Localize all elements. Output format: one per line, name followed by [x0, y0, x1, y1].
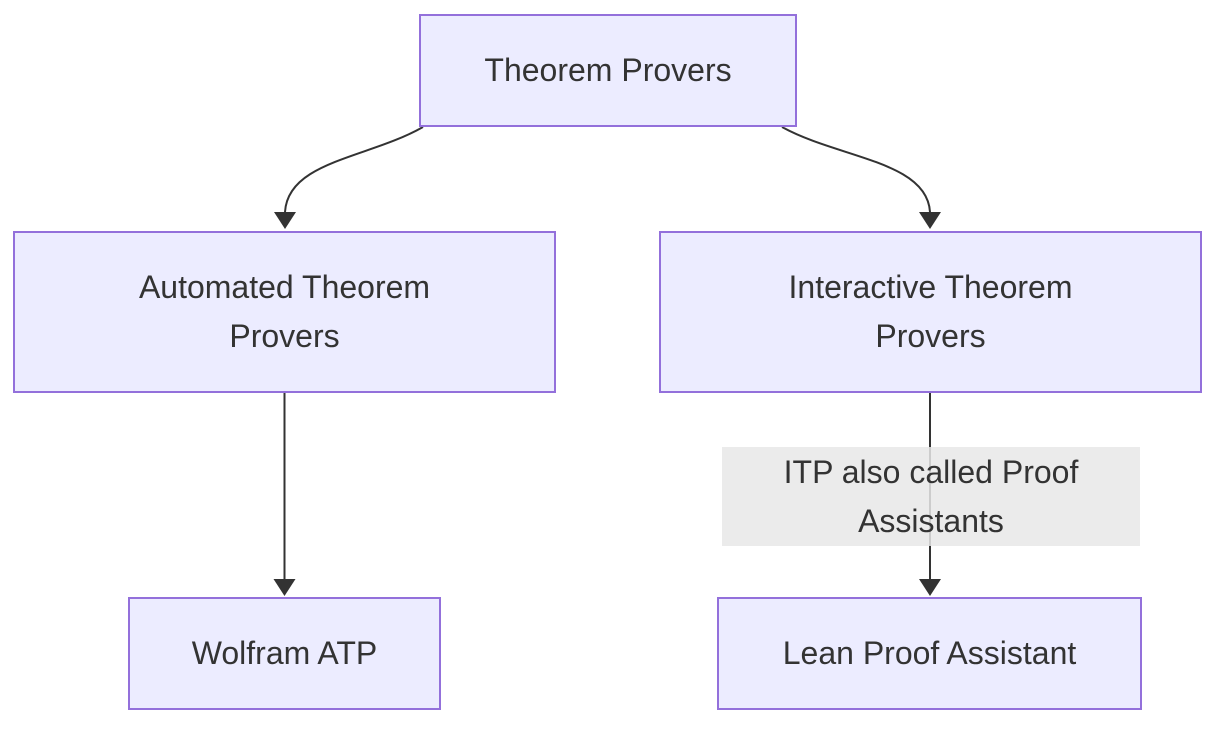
arrowhead-down-icon [274, 212, 296, 229]
node-interactive-theorem-provers: Interactive Theorem Provers [659, 231, 1202, 393]
node-theorem-provers: Theorem Provers [419, 14, 797, 127]
arrowhead-down-icon [273, 579, 296, 596]
node-wolfram-atp: Wolfram ATP [128, 597, 441, 710]
node-lean-proof-assistant: Lean Proof Assistant [717, 597, 1142, 710]
node-automated-theorem-provers: Automated Theorem Provers [13, 231, 556, 393]
arrowhead-down-icon [919, 212, 941, 229]
arrowhead-down-icon [919, 579, 941, 596]
edge-root-to-interactive [781, 126, 931, 213]
edge-root-to-automated [284, 126, 424, 213]
edge-label-itp-also-called-proof-assistants: ITP also called Proof Assistants [722, 447, 1140, 546]
